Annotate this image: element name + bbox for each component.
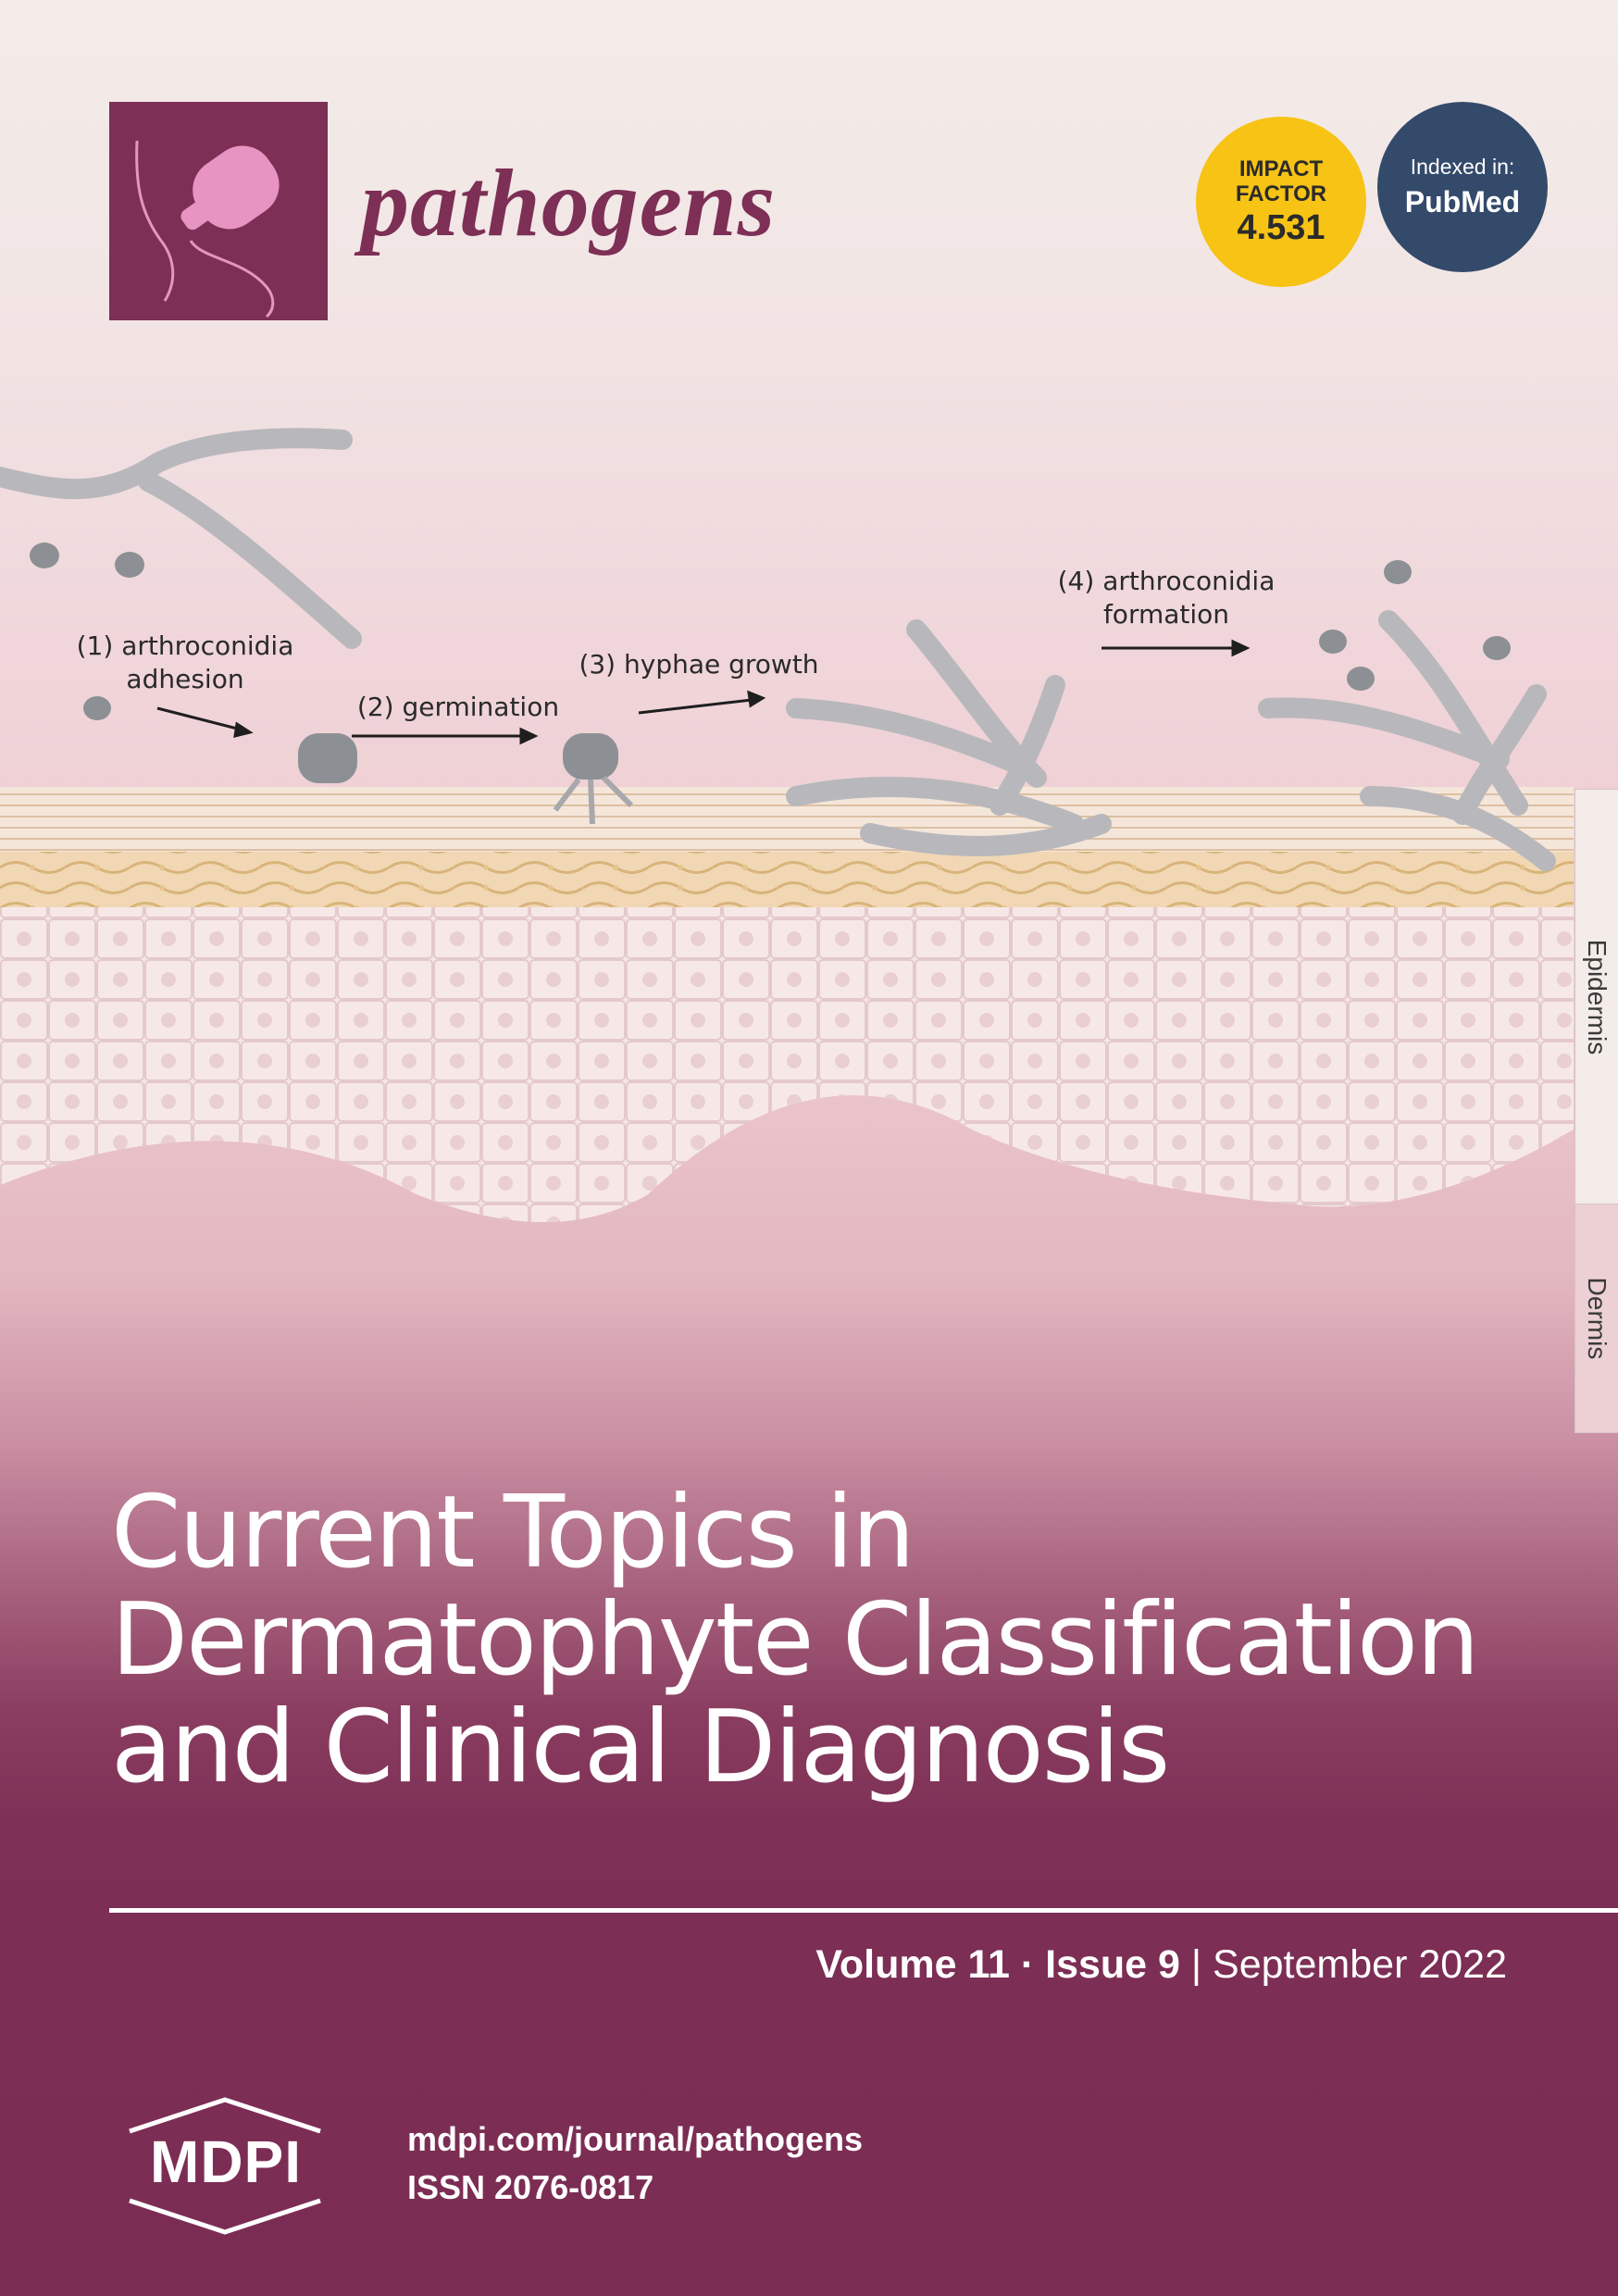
- step-2-label: (2) germination: [352, 691, 565, 724]
- indexed-value: PubMed: [1404, 185, 1521, 218]
- cover-title: Current Topics in Dermatophyte Classific…: [111, 1479, 1555, 1802]
- title-line: Current Topics in: [111, 1475, 915, 1591]
- title-divider: [109, 1908, 1618, 1913]
- issue-info: Volume 11 · Issue 9 | September 2022: [815, 1942, 1507, 1988]
- step-label-line: adhesion: [126, 664, 244, 694]
- dot-separator: ·: [1020, 1942, 1035, 1987]
- step-label-line: (4) arthroconidia: [1057, 566, 1276, 596]
- impact-factor-label: FACTOR: [1235, 181, 1327, 206]
- journal-logo: [109, 102, 328, 320]
- impact-factor-badge: IMPACT FACTOR 4.531: [1196, 117, 1366, 287]
- layer-label: Epidermis: [1583, 939, 1612, 1055]
- pubmed-badge: Indexed in: PubMed: [1377, 102, 1548, 272]
- step-label-line: (3) hyphae growth: [579, 649, 819, 680]
- journal-url-link[interactable]: mdpi.com/journal/pathogens: [407, 2120, 864, 2158]
- issn-number: ISSN 2076-0817: [407, 2168, 654, 2206]
- step-label-line: formation: [1102, 599, 1230, 630]
- step-1-label: (1) arthroconidia adhesion: [65, 630, 305, 696]
- pathogen-logo-icon: [135, 140, 280, 318]
- dermis-tab: Dermis: [1574, 1204, 1618, 1433]
- hexagon-outline-icon: [129, 2097, 321, 2235]
- mdpi-logo: [109, 2094, 341, 2238]
- skin-infection-diagram: [0, 428, 1574, 1222]
- volume-label: Volume 11: [815, 1942, 1010, 1987]
- step-label-line: (2) germination: [356, 692, 560, 722]
- impact-factor-value: 4.531: [1237, 207, 1326, 247]
- title-line: Dermatophyte Classification: [111, 1582, 1480, 1698]
- step-label-line: (1) arthroconidia: [76, 630, 294, 661]
- cover-illustration: (1) arthroconidia adhesion (2) germinati…: [0, 389, 1618, 1454]
- epidermis-tab: Epidermis: [1574, 789, 1618, 1205]
- impact-factor-label: IMPACT: [1238, 156, 1324, 181]
- title-line: and Clinical Diagnosis: [111, 1690, 1170, 1805]
- issue-label: Issue 9: [1045, 1942, 1180, 1987]
- step-3-label: (3) hyphae growth: [574, 648, 824, 681]
- indexed-label: Indexed in:: [1410, 155, 1515, 179]
- publisher-name: MDPI: [150, 2128, 302, 2195]
- pipe-separator: |: [1190, 1942, 1202, 1987]
- step-4-label: (4) arthroconidia formation: [1046, 565, 1287, 631]
- issue-date: September 2022: [1213, 1942, 1507, 1987]
- journal-name: pathogens: [361, 150, 777, 256]
- layer-label: Dermis: [1583, 1277, 1612, 1360]
